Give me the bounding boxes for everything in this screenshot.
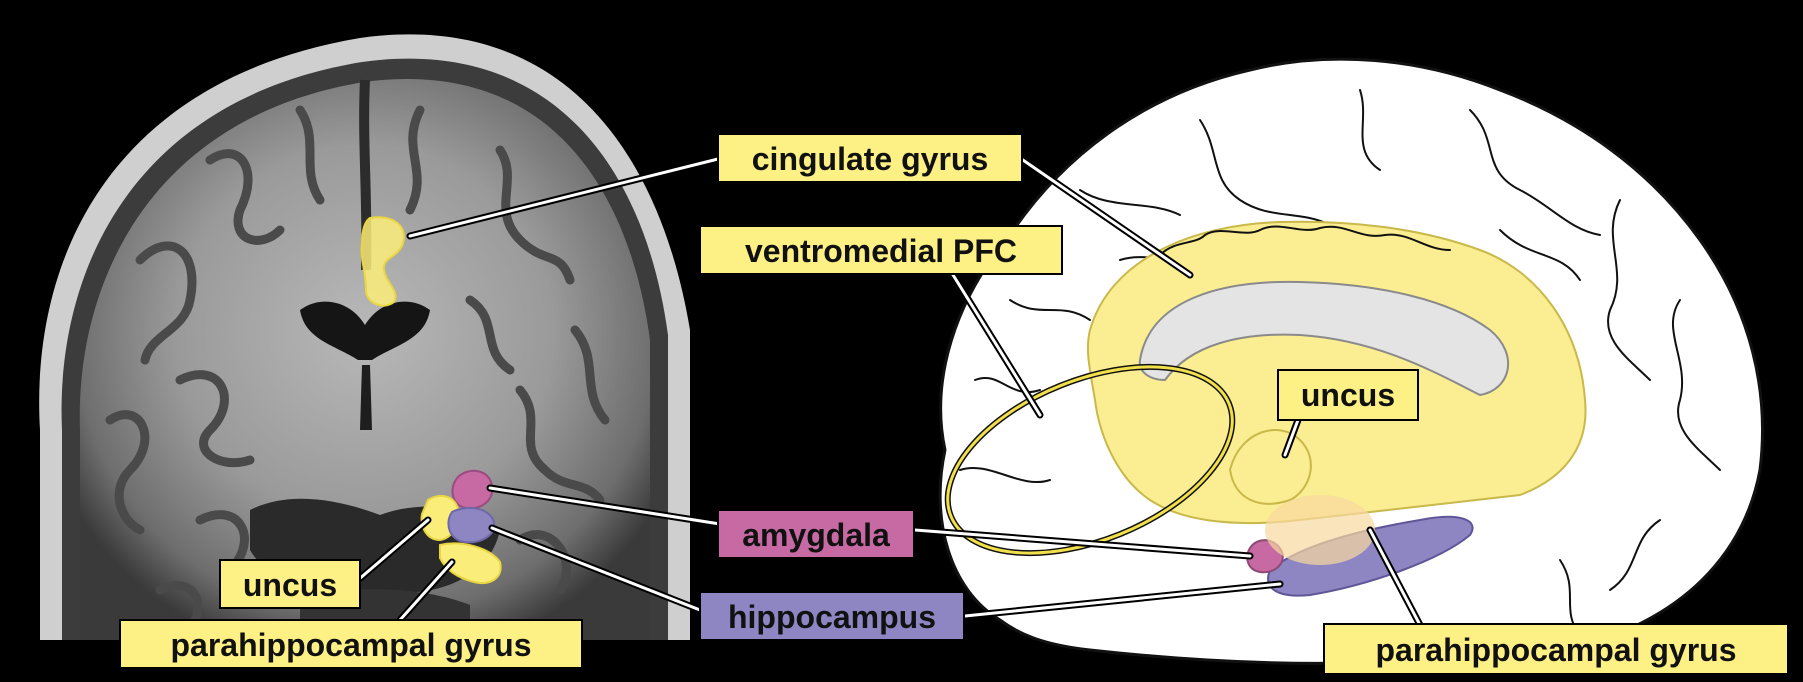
mri-amygdala-highlight [452,471,492,508]
label-parahippocampal-left-text: parahippocampal gyrus [171,627,532,663]
label-uncus-right-text: uncus [1301,377,1395,413]
label-hippocampus: hippocampus [700,592,964,640]
label-parahippocampal-right: parahippocampal gyrus [1324,624,1788,674]
mri-hippocampus-highlight [448,508,494,542]
label-uncus-left-text: uncus [243,567,337,603]
label-parahippocampal-right-text: parahippocampal gyrus [1376,632,1737,668]
label-amygdala: amygdala [718,510,914,558]
label-uncus-right: uncus [1278,370,1418,420]
label-cingulate-gyrus: cingulate gyrus [718,134,1022,182]
label-parahippocampal-left: parahippocampal gyrus [120,620,582,668]
label-cingulate-gyrus-text: cingulate gyrus [752,141,989,177]
label-amygdala-text: amygdala [742,517,890,553]
parahippocampal-region [1265,495,1375,565]
label-ventromedial-pfc: ventromedial PFC [700,226,1062,274]
third-ventricle [360,365,372,430]
label-hippocampus-text: hippocampus [728,599,936,635]
label-uncus-left: uncus [220,560,360,608]
label-ventromedial-pfc-text: ventromedial PFC [745,233,1017,269]
